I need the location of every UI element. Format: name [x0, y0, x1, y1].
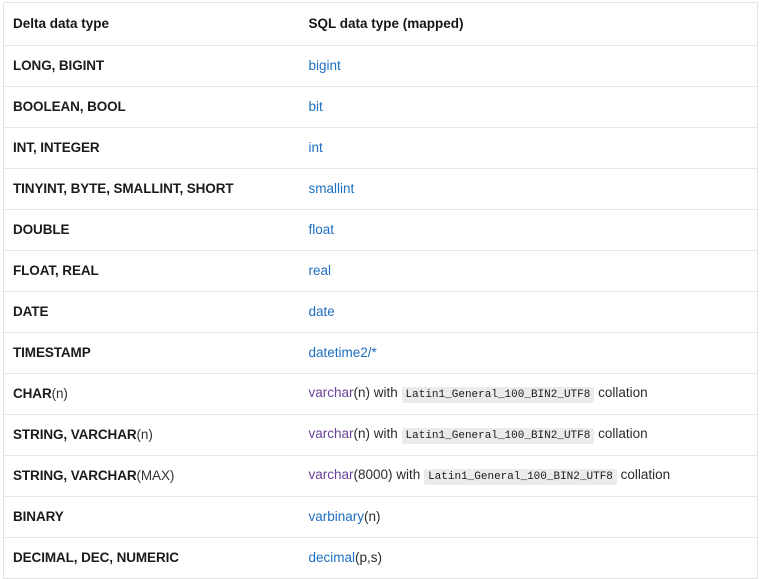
delta-type-name: INT, INTEGER: [13, 139, 100, 155]
delta-data-type-cell: STRING, VARCHAR(n): [3, 414, 300, 456]
sql-type-link[interactable]: bigint: [308, 57, 341, 73]
table-row: INT, INTEGER int: [3, 127, 758, 169]
table-row: DECIMAL, DEC, NUMERIC decimal(p,s): [4, 538, 758, 579]
delta-type-name: TIMESTAMP: [13, 344, 91, 360]
column-header-delta-data-type: Delta data type: [3, 2, 300, 46]
sql-type-link[interactable]: varchar: [308, 426, 354, 442]
delta-data-type-cell: STRING, VARCHAR(MAX): [3, 455, 300, 497]
sql-type-link[interactable]: date: [308, 303, 335, 319]
delta-type-suffix: (n): [51, 385, 68, 401]
sql-data-type-cell: int: [299, 127, 758, 169]
delta-data-type-cell: BINARY: [3, 496, 300, 538]
sql-type-link[interactable]: bit: [308, 98, 323, 114]
collation-code: Latin1_General_100_BIN2_UTF8: [401, 387, 595, 404]
delta-sql-type-mapping-table: Delta data type SQL data type (mapped) L…: [3, 2, 758, 579]
delta-type-name: BINARY: [13, 508, 64, 524]
column-header-sql-data-type: SQL data type (mapped): [299, 2, 758, 46]
sql-type-parameters: (n): [364, 508, 381, 524]
table-row: FLOAT, REAL real: [3, 250, 758, 292]
sql-type-link[interactable]: varchar: [308, 385, 354, 401]
table-row: STRING, VARCHAR(n)varchar(n) with Latin1…: [3, 414, 758, 456]
delta-type-name: LONG, BIGINT: [13, 57, 105, 73]
sql-type-link[interactable]: varchar: [308, 467, 354, 483]
sql-type-link[interactable]: int: [308, 139, 323, 155]
table-row: DOUBLE float: [3, 209, 758, 251]
delta-type-name: DECIMAL, DEC, NUMERIC: [13, 549, 179, 565]
sql-type-link[interactable]: varbinary: [308, 508, 365, 524]
sql-type-trailing-text: collation: [594, 426, 648, 442]
sql-data-type-cell: float: [299, 209, 758, 251]
table-row: CHAR(n)varchar(n) with Latin1_General_10…: [3, 373, 758, 415]
table-row: LONG, BIGINT bigint: [3, 45, 758, 87]
delta-type-name: FLOAT, REAL: [13, 262, 99, 278]
delta-data-type-cell: CHAR(n): [3, 373, 300, 415]
delta-data-type-cell: TINYINT, BYTE, SMALLINT, SHORT: [3, 168, 300, 210]
delta-data-type-cell: TIMESTAMP: [3, 332, 300, 374]
table-row: BOOLEAN, BOOL bit: [3, 86, 758, 128]
sql-type-link[interactable]: datetime2/*: [308, 344, 377, 360]
sql-data-type-cell: varbinary(n): [299, 496, 758, 538]
delta-type-name: BOOLEAN, BOOL: [13, 98, 126, 114]
delta-data-type-cell: BOOLEAN, BOOL: [3, 86, 300, 128]
sql-type-parameters: (n) with: [353, 385, 402, 401]
delta-type-suffix: (MAX): [136, 467, 175, 483]
delta-type-name: DATE: [13, 303, 49, 319]
sql-data-type-cell: varchar(8000) with Latin1_General_100_BI…: [299, 455, 758, 497]
sql-data-type-cell: decimal(p,s): [300, 538, 758, 579]
sql-type-trailing-text: collation: [594, 385, 648, 401]
sql-data-type-cell: datetime2/*: [299, 332, 758, 374]
sql-type-link[interactable]: smallint: [308, 180, 355, 196]
sql-data-type-cell: bigint: [299, 45, 758, 87]
delta-type-name: STRING, VARCHAR: [13, 467, 137, 483]
delta-type-suffix: (n): [136, 426, 153, 442]
sql-type-link[interactable]: float: [308, 221, 335, 237]
sql-type-parameters: (p,s): [355, 549, 383, 565]
table-header-row: Delta data type SQL data type (mapped): [3, 2, 758, 46]
table-header: Delta data type SQL data type (mapped): [3, 2, 758, 46]
sql-data-type-cell: varchar(n) with Latin1_General_100_BIN2_…: [299, 414, 758, 456]
table-row: STRING, VARCHAR(MAX)varchar(8000) with L…: [3, 455, 758, 497]
delta-data-type-cell: LONG, BIGINT: [3, 45, 300, 87]
sql-type-link[interactable]: decimal: [308, 549, 356, 565]
collation-code: Latin1_General_100_BIN2_UTF8: [401, 428, 595, 445]
sql-type-parameters: (8000) with: [353, 467, 425, 483]
delta-data-type-cell: FLOAT, REAL: [3, 250, 300, 292]
delta-type-name: DOUBLE: [13, 221, 70, 237]
table-row: BINARY varbinary(n): [3, 496, 758, 538]
sql-type-link[interactable]: real: [308, 262, 332, 278]
sql-data-type-cell: bit: [299, 86, 758, 128]
table-row: TIMESTAMP datetime2/*: [3, 332, 758, 374]
delta-type-name: STRING, VARCHAR: [13, 426, 137, 442]
sql-data-type-cell: varchar(n) with Latin1_General_100_BIN2_…: [299, 373, 758, 415]
delta-data-type-cell: DOUBLE: [3, 209, 300, 251]
table-row: TINYINT, BYTE, SMALLINT, SHORT smallint: [3, 168, 758, 210]
delta-type-name: TINYINT, BYTE, SMALLINT, SHORT: [13, 180, 234, 196]
sql-type-trailing-text: collation: [616, 467, 671, 483]
table-row: DATE date: [3, 291, 758, 333]
sql-data-type-cell: real: [299, 250, 758, 292]
sql-data-type-cell: date: [299, 291, 758, 333]
sql-type-parameters: (n) with: [353, 426, 402, 442]
delta-data-type-cell: DATE: [3, 291, 300, 333]
sql-data-type-cell: smallint: [299, 168, 758, 210]
collation-code: Latin1_General_100_BIN2_UTF8: [424, 469, 617, 486]
delta-type-name: CHAR: [13, 385, 52, 401]
delta-data-type-cell: INT, INTEGER: [3, 127, 300, 169]
delta-data-type-cell: DECIMAL, DEC, NUMERIC: [4, 538, 300, 579]
